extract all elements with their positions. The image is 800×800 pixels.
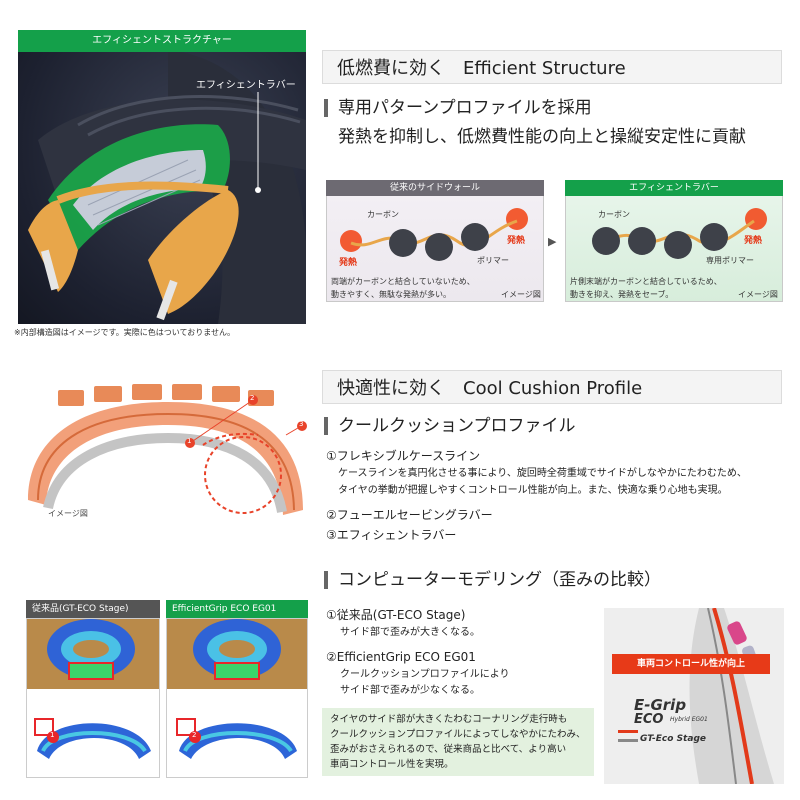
- feature-item-1: ①フレキシブルケースライン: [326, 449, 481, 463]
- marker-1: 1: [50, 731, 55, 739]
- brand-eco: ECO: [634, 712, 664, 727]
- image-header: エフィシェントストラクチャー: [18, 30, 306, 52]
- simulation-efficientgrip-header: EfficientGrip ECO EG01: [166, 600, 308, 618]
- gteco-line-swatch: [618, 739, 638, 742]
- arrow-right-icon: ▶: [548, 235, 557, 248]
- image-note: イメージ図: [738, 290, 778, 299]
- carbon-label: カーボン: [598, 210, 630, 219]
- comparison-caption-2: 動きやすく、無駄な発熱が多い。: [331, 290, 451, 299]
- feature-item-1-desc-1: ケースラインを真円化させる事により、旋回時全荷重域でサイドがしなやかにたわむため…: [338, 468, 747, 479]
- polymer-diagram: [592, 208, 767, 259]
- strain-simulation: [27, 619, 159, 759]
- image-note: イメージ図: [48, 509, 88, 518]
- comparison-caption-1: 両端がカーボンと結合していないため、: [331, 277, 475, 286]
- summary-line-3: 歪みがおさえられるので、従来商品と比べて、より高い: [330, 744, 567, 755]
- polymer-label: ポリマー: [477, 256, 509, 265]
- heat-label: 発熱: [744, 236, 763, 246]
- race-track-image: E-Grip ECO Hybrid EG01 GT-Eco Stage: [604, 608, 784, 784]
- section-subheading-modeling: コンピューターモデリング（歪みの比較）: [324, 571, 661, 589]
- marker-1: 1: [187, 437, 192, 445]
- simulation-conventional-image: 1: [26, 618, 160, 778]
- tire-profile-illustration: [28, 384, 307, 515]
- cool-cushion-profile-image: 1 2 3: [18, 380, 308, 520]
- comparison-conventional-panel: カーボン ポリマー 発熱 発熱 両端がカーボンと結合していないため、 動きやすく…: [326, 180, 544, 302]
- summary-line-4: 車両コントロール性を実現。: [330, 759, 454, 770]
- comparison-efficient-panel: カーボン 専用ポリマー 発熱 片側末端がカーボンと結合しているため、 動きを抑え…: [565, 180, 783, 302]
- tire-cutaway-illustration: [28, 50, 306, 324]
- modeling-item-2: ②EfficientGrip ECO EG01: [326, 650, 476, 664]
- feature-item-2: ②フューエルセービングラバー: [326, 508, 493, 522]
- heat-label-right: 発熱: [507, 236, 526, 246]
- comparison-conventional-header: 従来のサイドウォール: [326, 180, 544, 196]
- summary-line-1: タイヤのサイド部が大きくたわむコーナリング走行時も: [330, 714, 568, 725]
- control-improved-label: 車両コントロール性が向上: [612, 654, 770, 674]
- comparison-efficient-header: エフィシェントラバー: [565, 180, 783, 196]
- feature-item-1-desc-2: タイヤの挙動が把握しやすくコントロール性能が向上。また、快適な乗り心地も実現。: [338, 485, 728, 496]
- simulation-conventional-header: 従来品(GT-ECO Stage): [26, 600, 160, 618]
- section-subheading: クールクッションプロファイル: [324, 417, 576, 435]
- section-title-efficient-structure: 低燃費に効く Efficient Structure: [322, 50, 782, 84]
- brand-hybrid: Hybrid EG01: [670, 716, 708, 723]
- marker-2: 2: [192, 731, 197, 739]
- image-disclaimer: ※内部構造図はイメージです。実際に色はついておりません。: [14, 328, 236, 337]
- image-note: イメージ図: [501, 290, 541, 299]
- section-subheading: 専用パターンプロファイルを採用: [324, 99, 592, 117]
- comparison-caption-2: 動きを抑え、発熱をセーブ。: [570, 290, 674, 299]
- tire-cutaway-image: [18, 30, 306, 324]
- section-subheading-2: 発熱を抑制し、低燃費性能の向上と操縦安定性に貢献: [338, 127, 746, 147]
- carbon-label: カーボン: [367, 210, 399, 219]
- modeling-summary-box: タイヤのサイド部が大きくたわむコーナリング走行時も クールクッションプロファイル…: [322, 708, 594, 776]
- egrip-line-swatch: [618, 730, 638, 733]
- marker-2: 2: [250, 394, 255, 402]
- heat-label-left: 発熱: [339, 258, 358, 268]
- section-title-cool-cushion: 快適性に効く Cool Cushion Profile: [322, 370, 782, 404]
- summary-line-2: クールクッションプロファイルによってしなやかにたわみ、: [330, 729, 586, 740]
- efficient-rubber-callout: エフィシェントラバー: [196, 80, 296, 91]
- modeling-item-1-desc: サイド部で歪みが大きくなる。: [340, 627, 480, 638]
- track-illustration: [604, 608, 784, 784]
- brand-gt-eco-stage: GT-Eco Stage: [640, 734, 706, 744]
- strain-simulation: [167, 619, 307, 759]
- modeling-item-2-desc-1: クールクッションプロファイルにより: [340, 669, 510, 680]
- feature-item-3: ③エフィシェントラバー: [326, 528, 457, 542]
- comparison-caption-1: 片側末端がカーボンと結合しているため、: [570, 277, 722, 286]
- polymer-diagram: [340, 208, 528, 261]
- modeling-item-1: ①従来品(GT-ECO Stage): [326, 608, 466, 622]
- marker-3: 3: [299, 420, 304, 428]
- simulation-efficientgrip-image: 2: [166, 618, 308, 778]
- brand-egrip: E-Grip: [634, 696, 687, 714]
- modeling-item-2-desc-2: サイド部で歪みが少なくなる。: [340, 685, 480, 696]
- special-polymer-label: 専用ポリマー: [706, 256, 754, 265]
